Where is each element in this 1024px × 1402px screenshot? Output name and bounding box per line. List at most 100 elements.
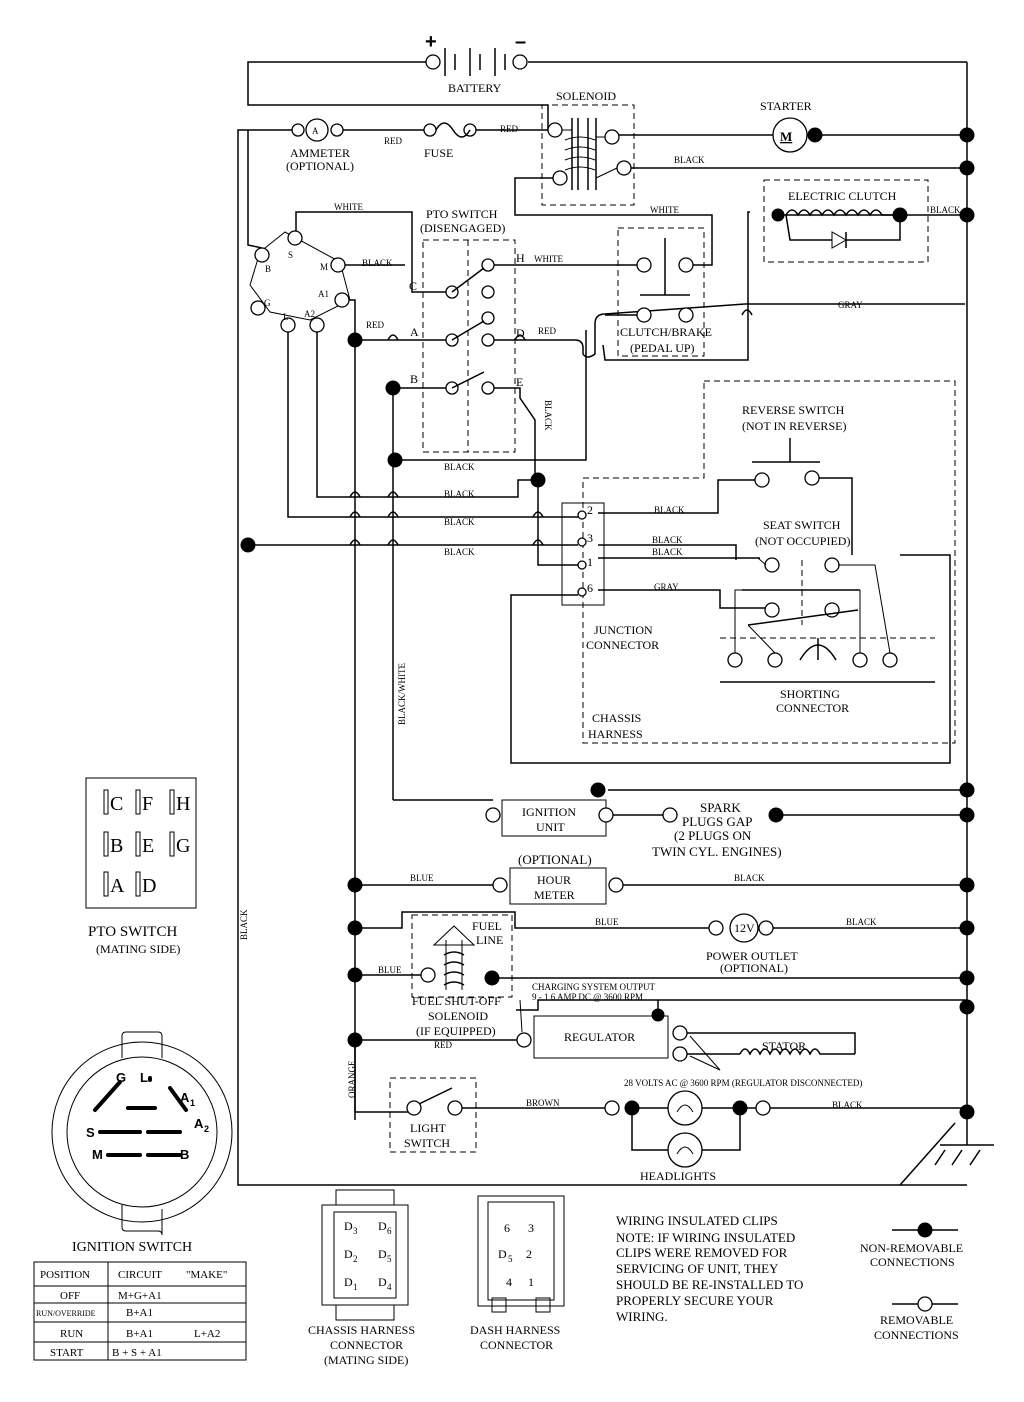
dash-pin-1: 1: [528, 1275, 534, 1289]
not-occupied-label: (NOT OCCUPIED): [755, 534, 850, 548]
ignition-switch-face: G L A 1 S A 2 M B IGNITION SWITCH: [51, 1031, 233, 1255]
ign-face-g: G: [116, 1070, 126, 1085]
ign-face-b: B: [180, 1147, 189, 1162]
wire-crossovers: [349, 309, 753, 546]
pto-mating-b: B: [110, 835, 123, 857]
legend-removable2: CONNECTIONS: [874, 1328, 959, 1342]
table-h-make: "MAKE": [186, 1269, 227, 1281]
table-r3-pos: RUN: [60, 1328, 83, 1340]
clips-line2: CLIPS WERE REMOVED FOR: [616, 1245, 788, 1260]
chassis-conn-label1: CHASSIS HARNESS: [308, 1323, 415, 1337]
legend-nonremovable2: CONNECTIONS: [870, 1255, 955, 1269]
table-r2-pos: RUN/OVERRIDE: [36, 1309, 96, 1318]
stator-label: STATOR: [762, 1039, 806, 1053]
ign-face-a2: A: [194, 1116, 204, 1131]
wire-black-2: BLACK: [930, 205, 961, 215]
charging-label1: CHARGING SYSTEM OUTPUT: [532, 982, 656, 992]
dash-pin-5: 5: [508, 1254, 513, 1264]
hour-label: HOUR: [537, 873, 571, 887]
outlet-optional: (OPTIONAL): [720, 961, 788, 975]
clips-title: WIRING INSULATED CLIPS: [616, 1213, 778, 1228]
wire-blue-1: BLUE: [410, 873, 434, 883]
wire-black-left: BLACK: [239, 909, 249, 940]
hour-meter: (OPTIONAL) HOUR METER: [492, 852, 624, 905]
fuel-if-equipped: (IF EQUIPPED): [416, 1024, 496, 1038]
clips-line4: SHOULD BE RE-INSTALLED TO: [616, 1277, 803, 1292]
wire-black-7: BLACK: [444, 547, 475, 557]
fuse-label: FUSE: [424, 146, 453, 160]
chassis-pin-d1: D: [344, 1275, 353, 1289]
ignition-unit-label2: UNIT: [536, 820, 565, 834]
wire-black-12: BLACK: [846, 917, 877, 927]
pto-mating-side: (MATING SIDE): [96, 942, 180, 956]
ign-term-b: B: [265, 264, 271, 274]
spark-label1: SPARK: [700, 800, 741, 815]
ign-face-m: M: [92, 1147, 103, 1162]
spark-label3: (2 PLUGS ON: [674, 828, 752, 843]
ignition-unit: IGNITION UNIT SPARK PLUGS GAP (2 PLUGS O…: [485, 799, 782, 859]
wire-black-5: BLACK: [444, 489, 475, 499]
table-r4-pos: START: [50, 1347, 84, 1359]
ignition-unit-label1: IGNITION: [522, 805, 576, 819]
clutch-brake-switch: CLUTCH/BRAKE (PEDAL UP): [617, 227, 712, 357]
chassis-pin-6: 6: [387, 1226, 392, 1236]
clips-line5: PROPERLY SECURE YOUR: [616, 1293, 774, 1308]
wire-red-2: RED: [500, 124, 519, 134]
ign-face-l: L: [140, 1070, 148, 1085]
ammeter-symbol: A AMMETER (OPTIONAL): [286, 118, 354, 173]
ac-note: 28 VOLTS AC @ 3600 RPM (REGULATOR DISCON…: [624, 1078, 862, 1088]
battery-symbol: + – BATTERY: [425, 31, 528, 95]
dash-pin-2: 2: [526, 1247, 532, 1261]
pto-mating-f: F: [142, 793, 153, 815]
safety-switch-group: REVERSE SWITCH (NOT IN REVERSE) SEAT SWI…: [582, 380, 956, 744]
wire-black-vertical: BLACK: [543, 400, 553, 431]
wire-white-1: WHITE: [334, 202, 363, 212]
ign-term-s: S: [288, 250, 293, 260]
pto-mating-a: A: [110, 875, 125, 897]
pto-term-h: H: [516, 251, 525, 265]
headlights-label: HEADLIGHTS: [640, 1169, 716, 1183]
wiring-clips-note: WIRING INSULATED CLIPS NOTE: IF WIRING I…: [616, 1213, 803, 1324]
chassis-pin-4: 4: [387, 1282, 392, 1292]
wire-black-3: BLACK: [362, 258, 393, 268]
table-r3-make: L+A2: [194, 1328, 220, 1340]
legend: NON-REMOVABLE CONNECTIONS REMOVABLE CONN…: [860, 1222, 963, 1342]
meter-label: METER: [534, 888, 575, 902]
seat-switch-label: SEAT SWITCH: [763, 518, 841, 532]
reverse-switch-label: REVERSE SWITCH: [742, 403, 845, 417]
battery-plus: +: [425, 31, 437, 53]
ign-face-a2-sub: 2: [204, 1124, 209, 1134]
ign-term-a1: A1: [318, 289, 329, 299]
ignition-switch-title: IGNITION SWITCH: [72, 1240, 192, 1255]
table-h-circuit: CIRCUIT: [118, 1269, 162, 1281]
ignition-switch-schematic: B S M A1 G L A2: [249, 230, 351, 333]
wire-gray-1: GRAY: [838, 300, 863, 310]
junction-label: JUNCTION: [594, 623, 653, 637]
wire-brown: BROWN: [526, 1098, 560, 1108]
table-r1-pos: OFF: [60, 1290, 80, 1302]
table-r2-circ: B+A1: [126, 1307, 153, 1319]
ign-term-l: L: [283, 312, 289, 322]
wire-blue-3: BLUE: [378, 965, 402, 975]
chassis-pin-d6: D: [378, 1219, 387, 1233]
fuse-symbol: FUSE: [423, 122, 477, 160]
pto-mating-title: PTO SWITCH: [88, 924, 177, 940]
switch-label: SWITCH: [404, 1136, 450, 1150]
chassis-pin-2: 2: [353, 1254, 358, 1264]
battery-label: BATTERY: [448, 81, 502, 95]
wire-black-11: BLACK: [734, 873, 765, 883]
power-outlet: 12V POWER OUTLET (OPTIONAL): [706, 913, 798, 975]
ammeter-label: AMMETER: [290, 146, 350, 160]
shorting-connector-label: CONNECTOR: [776, 701, 849, 715]
pto-term-e: E: [516, 375, 523, 389]
wire-black-13: BLACK: [832, 1100, 863, 1110]
pto-mating-c: C: [110, 793, 123, 815]
shorting-label: SHORTING: [780, 687, 840, 701]
pto-mating-g: G: [176, 835, 190, 857]
wire-blue-2: BLUE: [595, 917, 619, 927]
wire-red-1: RED: [384, 136, 403, 146]
electric-clutch-label: ELECTRIC CLUTCH: [788, 189, 897, 203]
not-in-reverse-label: (NOT IN REVERSE): [742, 419, 846, 433]
